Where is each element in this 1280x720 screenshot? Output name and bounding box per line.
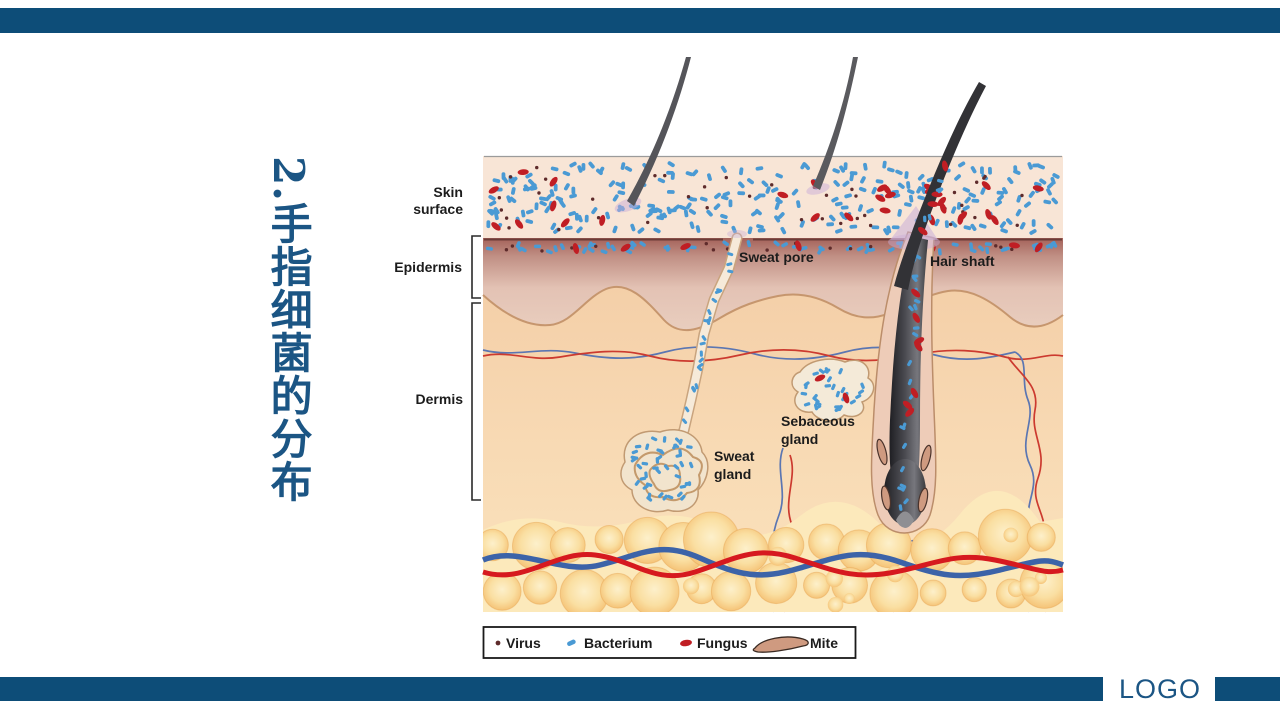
fungus-icon — [680, 639, 692, 647]
mites — [876, 438, 932, 513]
footer-accent-bar — [0, 677, 1103, 701]
sebaceous-gland-bacteria — [800, 367, 865, 413]
epidermis-bracket — [471, 235, 481, 299]
hair-follicle — [870, 206, 940, 534]
surface-microbes — [486, 160, 1060, 236]
legend-mite-label: Mite — [810, 635, 838, 651]
hair-shaft-label: Hair shaft — [930, 253, 995, 269]
virus-icon — [495, 640, 501, 646]
dermis-label: Dermis — [416, 391, 464, 407]
legend-bacterium-label: Bacterium — [584, 635, 652, 651]
sebaceous-gland-label-line1: Sebaceous — [781, 413, 855, 429]
skin-surface-label-line2: surface — [413, 201, 463, 217]
logo-text: LOGO — [1118, 674, 1202, 704]
hair-3 — [894, 82, 986, 290]
exposed-hair-microbes — [918, 160, 949, 236]
sweat-pore-label: Sweat pore — [739, 249, 814, 265]
mite-icon — [752, 636, 809, 653]
sweat-gland-label-line2: gland — [714, 466, 751, 482]
hair-shaft-microbes — [897, 254, 925, 511]
blood-vessels — [481, 546, 1064, 579]
diagram-container: Skin surface Epidermis Dermis Sweat pore… — [390, 55, 1070, 660]
sweat-gland-bacteria — [630, 436, 694, 502]
footer-right-block — [1215, 677, 1280, 701]
slide-title: 2.手指细菌的分布 — [264, 156, 314, 503]
hair-1 — [627, 57, 691, 206]
sweat-gland-label-line1: Sweat — [714, 448, 755, 464]
skin-surface-label-line1: Skin — [433, 184, 463, 200]
dermal-papilla — [896, 511, 914, 528]
sebaceous-gland-label-line2: gland — [781, 431, 818, 447]
legend-fungus-label: Fungus — [697, 635, 748, 651]
layer-labels: Skin surface Epidermis Dermis — [394, 184, 481, 501]
dermal-junction-line — [482, 285, 1064, 332]
legend-virus-label: Virus — [506, 635, 541, 651]
bacterium-icon — [567, 639, 576, 646]
skin-anatomy-diagram: Skin surface Epidermis Dermis Sweat pore… — [394, 57, 1064, 659]
epidermis-label: Epidermis — [394, 259, 462, 275]
dermis-bracket — [471, 302, 481, 501]
legend: Virus Bacterium Fungus Mite — [482, 626, 857, 659]
hair-2 — [813, 57, 858, 190]
top-accent-bar — [0, 8, 1280, 33]
hairs — [614, 57, 986, 290]
